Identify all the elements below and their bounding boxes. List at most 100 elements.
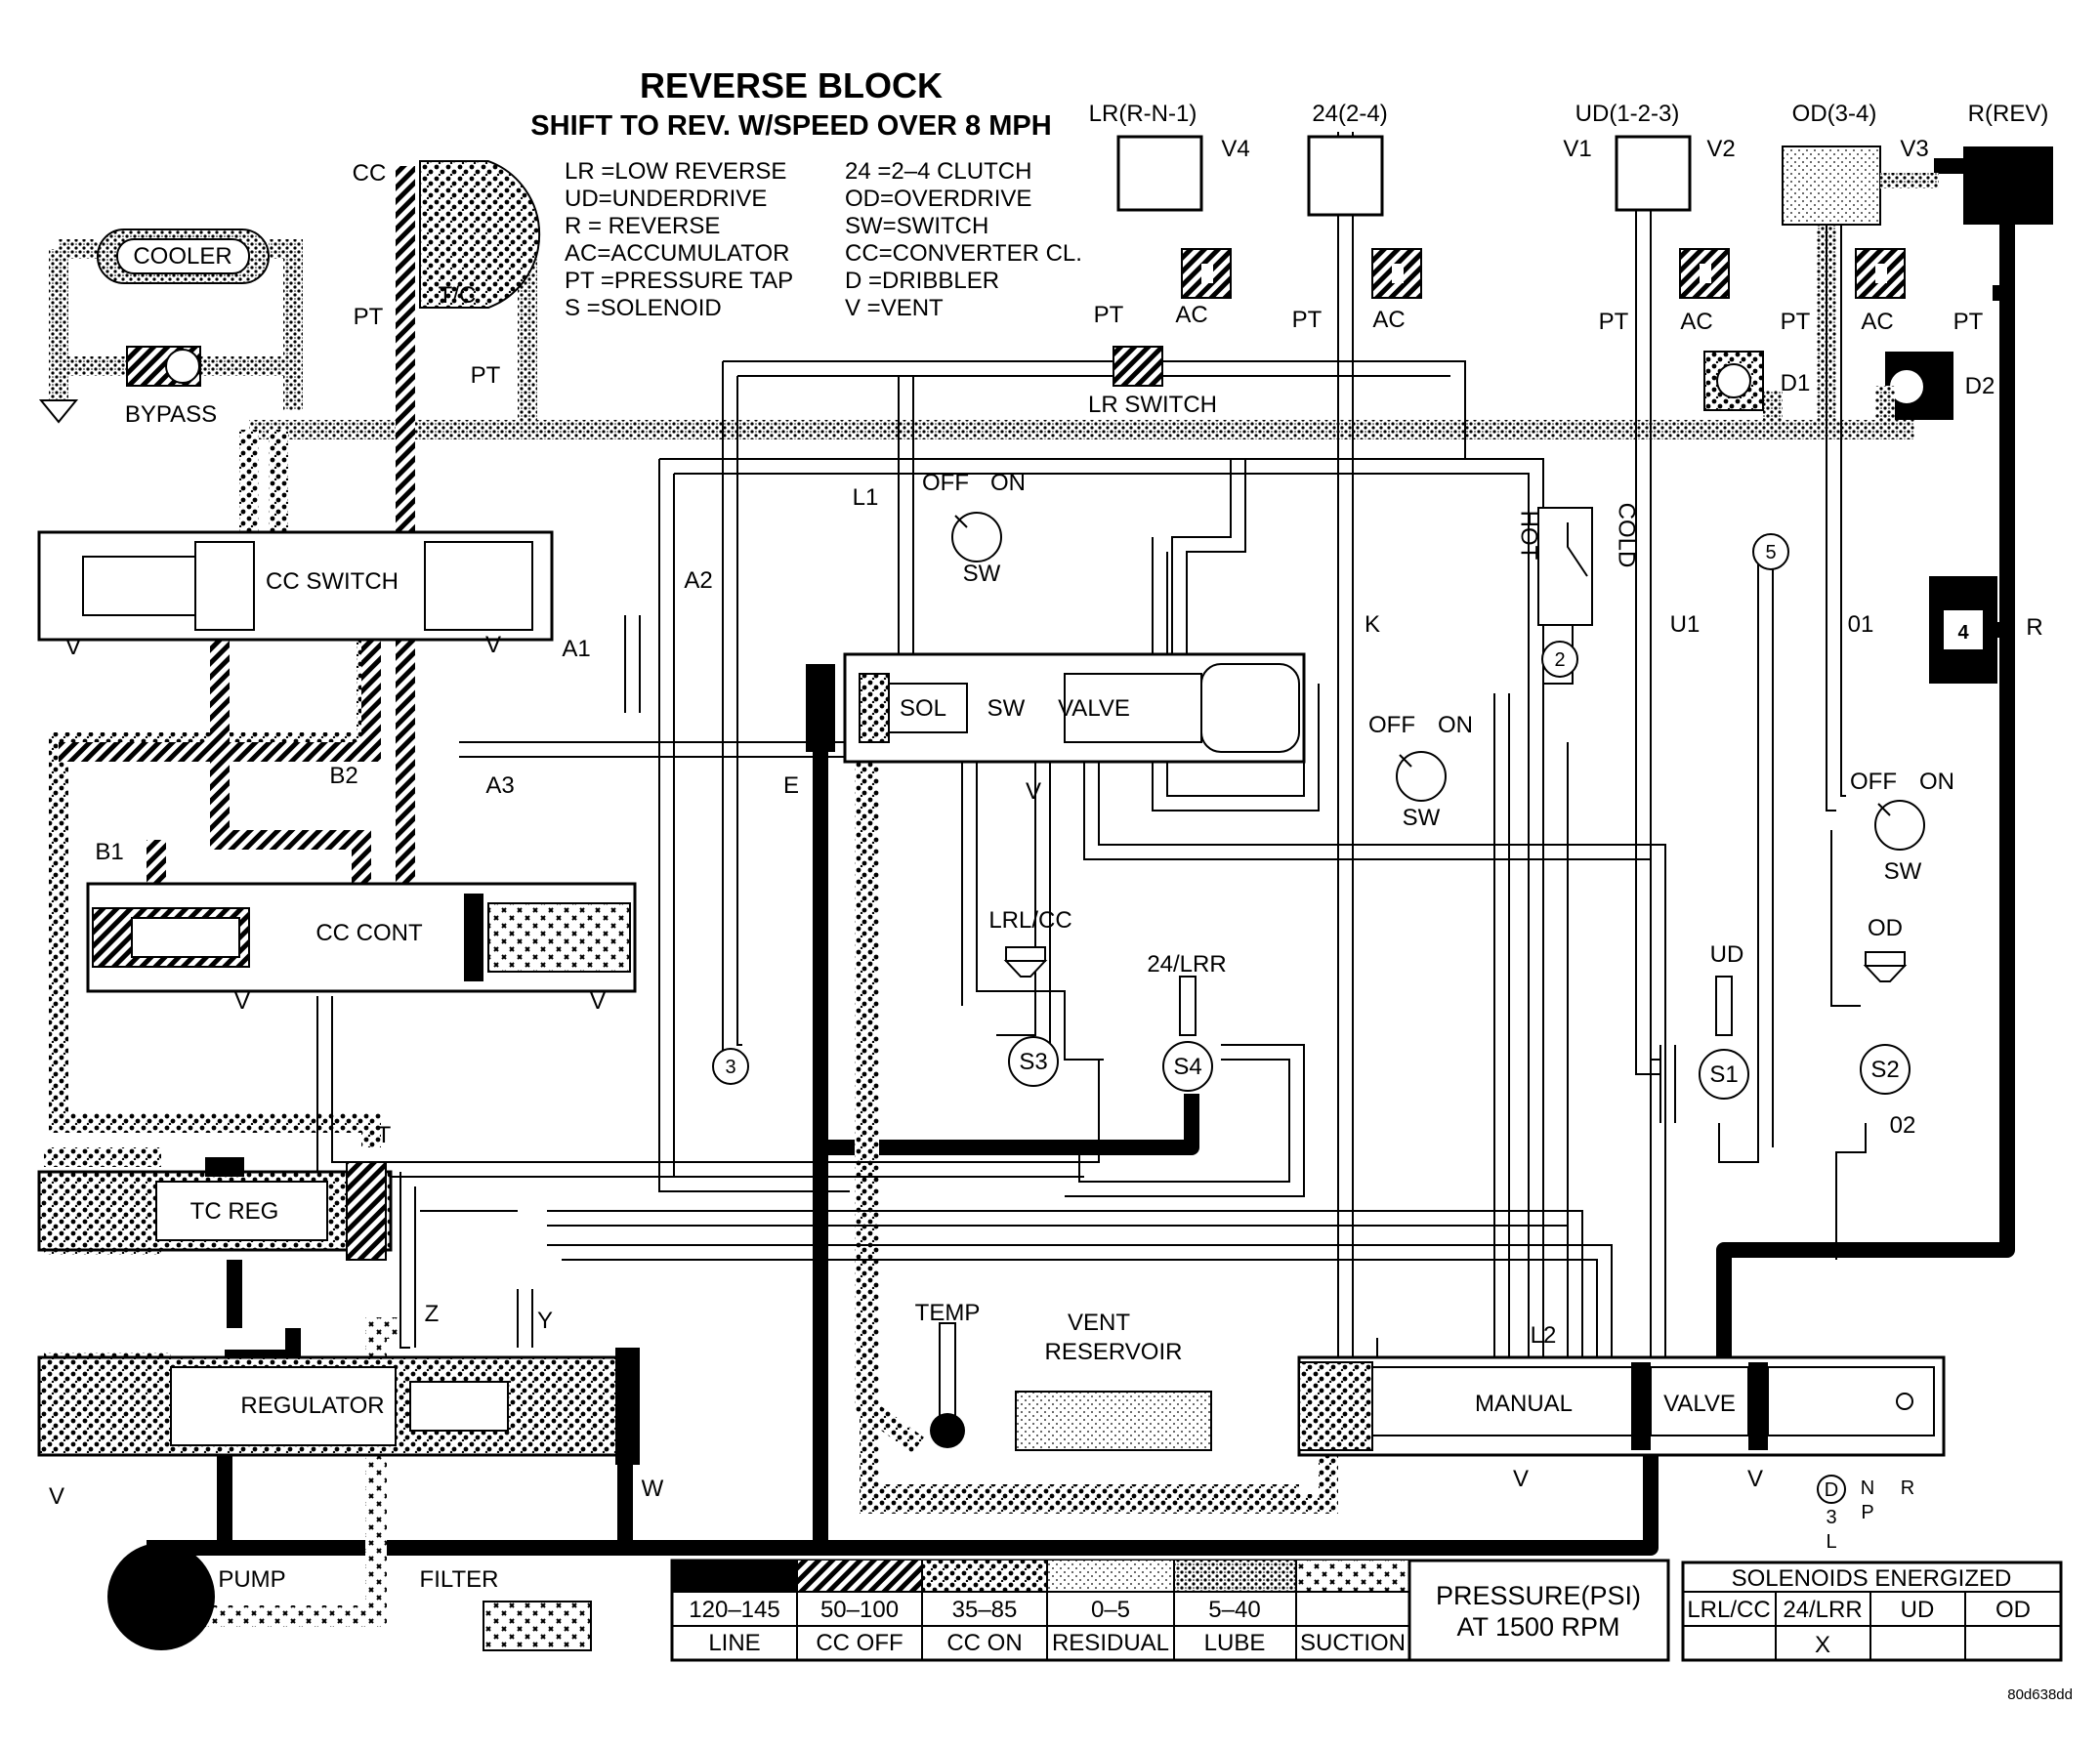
vent-label: V xyxy=(234,988,250,1015)
ac-label: AC xyxy=(1680,309,1712,335)
vent-label: V xyxy=(65,634,81,660)
off-label: OFF xyxy=(922,470,969,496)
port-labels: V4 V1 V2 V3 PT PT PT AC PT AC PT AC PT A… xyxy=(49,136,2043,1553)
gear-n-label: N xyxy=(1861,1477,1874,1499)
filter-label: FILTER xyxy=(420,1566,499,1593)
on-label: ON xyxy=(1919,769,1954,795)
d1-dribbler xyxy=(1703,351,1764,411)
vent-label: V xyxy=(590,988,606,1015)
solenoid-table-header: LRL/CC xyxy=(1687,1597,1770,1623)
legend-subtitle: AT 1500 RPM xyxy=(1456,1612,1619,1642)
checkball-2-label: 2 xyxy=(1554,649,1565,671)
solenoid-table-value: X xyxy=(1815,1632,1830,1658)
legend-name: SUCTION xyxy=(1300,1630,1406,1656)
legend-range: 35–85 xyxy=(952,1597,1018,1623)
line-pressure-circuit xyxy=(147,146,2053,1556)
drain-arrow-icon xyxy=(38,399,79,424)
solenoid-table-title: SOLENOIDS ENERGIZED xyxy=(1732,1565,2012,1592)
regulator-label: REGULATOR xyxy=(240,1393,384,1419)
legend-range: 0–5 xyxy=(1091,1597,1130,1623)
y-label: Y xyxy=(537,1308,553,1334)
clutch-label-24: 24(2-4) xyxy=(1312,101,1387,127)
thermal-switch: HOT COLD xyxy=(1516,503,1640,626)
abbreviation-list-right: 24 =2–4 CLUTCH OD=OVERDRIVE SW=SWITCH CC… xyxy=(845,158,1082,321)
k-label: K xyxy=(1365,611,1380,638)
b2-label: B2 xyxy=(329,763,357,789)
sw-label: SW xyxy=(987,695,1026,722)
figure-id: 80d638dd xyxy=(2007,1686,2073,1703)
legend-swatch-line xyxy=(672,1561,797,1592)
lr-switch: LR SWITCH xyxy=(1088,346,1217,418)
manual-valve-label: VALVE xyxy=(1663,1391,1736,1417)
cc-switch-label: CC SWITCH xyxy=(266,568,399,595)
abbreviation: D =DRIBBLER xyxy=(845,268,999,294)
abbreviation: V =VENT xyxy=(845,295,944,321)
manual-valve: MANUAL VALVE xyxy=(1297,1355,1946,1457)
off-label: OFF xyxy=(1368,712,1415,738)
e-label: E xyxy=(783,772,799,799)
cc-cont-label: CC CONT xyxy=(315,920,423,946)
legend-range: 120–145 xyxy=(689,1597,779,1623)
r-rev-clutch xyxy=(1963,146,2053,225)
abbreviation-list-left: LR =LOW REVERSE UD=UNDERDRIVE R = REVERS… xyxy=(565,158,793,321)
s2-label: S2 xyxy=(1870,1057,1899,1083)
legend-name: LUBE xyxy=(1204,1630,1266,1656)
solenoids: S3 S4 S1 S2 LRL/CC 24/LRR UD OD xyxy=(988,907,1911,1100)
pump: PUMP xyxy=(107,1543,286,1650)
l2-label: L2 xyxy=(1531,1322,1557,1349)
abbreviation: AC=ACCUMULATOR xyxy=(565,240,789,267)
check-balls: 3 2 5 4 xyxy=(712,533,1969,1085)
gear-p-label: P xyxy=(1861,1502,1873,1523)
lr-switch-label: LR SWITCH xyxy=(1088,392,1217,418)
legend-swatch-cc-on xyxy=(922,1561,1047,1592)
vent-reservoir-label-2: RESERVOIR xyxy=(1045,1339,1183,1365)
gear-r-label: R xyxy=(1901,1477,1914,1499)
abbreviation: R = REVERSE xyxy=(565,213,720,239)
diagram-subtitle: SHIFT TO REV. W/SPEED OVER 8 MPH xyxy=(530,110,1051,142)
cc-control-valve: CC CONT xyxy=(86,882,637,993)
temp-sensor: TEMP xyxy=(915,1300,980,1448)
u1-label: U1 xyxy=(1670,611,1701,638)
off-label: OFF xyxy=(1850,769,1897,795)
pressure-switches xyxy=(951,512,1925,851)
vent-label: V xyxy=(1747,1466,1763,1492)
clutch-label-lr: LR(R-N-1) xyxy=(1089,101,1197,127)
ac-label: AC xyxy=(1175,302,1207,328)
clutch-label-od: OD(3-4) xyxy=(1792,101,1877,127)
solenoid-table: SOLENOIDS ENERGIZED LRL/CC 24/LRR UD OD … xyxy=(1681,1561,2063,1662)
sw-label: SW xyxy=(1884,858,1922,885)
sw-label: SW xyxy=(1403,805,1441,831)
on-label: ON xyxy=(1438,712,1473,738)
clutch-pistons xyxy=(1116,135,1939,226)
torque-converter: CC T/C xyxy=(353,160,541,309)
bypass-label: BYPASS xyxy=(125,401,217,428)
vent-reservoir: VENT RESERVOIR xyxy=(1015,1310,1212,1451)
v4-label: V4 xyxy=(1221,136,1249,162)
a2-label: A2 xyxy=(684,567,712,594)
checkball-3-label: 3 xyxy=(725,1057,735,1078)
checkball-5-label: 5 xyxy=(1765,542,1776,563)
cold-label: COLD xyxy=(1614,503,1640,568)
abbreviation: S =SOLENOID xyxy=(565,295,722,321)
cc-label: CC xyxy=(353,160,387,187)
abbreviation: SW=SWITCH xyxy=(845,213,988,239)
a3-label: A3 xyxy=(485,772,514,799)
abbreviation: 24 =2–4 CLUTCH xyxy=(845,158,1031,185)
pt-label: PT xyxy=(1953,309,1984,335)
legend-name: CC OFF xyxy=(816,1630,903,1656)
pt-label: PT xyxy=(1781,309,1811,335)
tc-label: T/C xyxy=(439,282,477,309)
cooler-label: COOLER xyxy=(133,243,231,270)
b1-label: B1 xyxy=(95,839,123,865)
legend-swatch-suction xyxy=(1296,1561,1409,1592)
vent-reservoir-label-1: VENT xyxy=(1068,1310,1130,1336)
pt-label: PT xyxy=(1292,307,1323,333)
w-label: W xyxy=(642,1476,664,1502)
vent-label: V xyxy=(49,1483,64,1510)
d1-label: D1 xyxy=(1781,370,1811,396)
o1-label: 01 xyxy=(1848,611,1874,638)
sol-label: SOL xyxy=(900,695,946,722)
solenoid-switch-valve: SOL SW VALVE xyxy=(843,652,1306,764)
cooler: COOLER xyxy=(97,229,270,284)
ac-label: AC xyxy=(1861,309,1893,335)
